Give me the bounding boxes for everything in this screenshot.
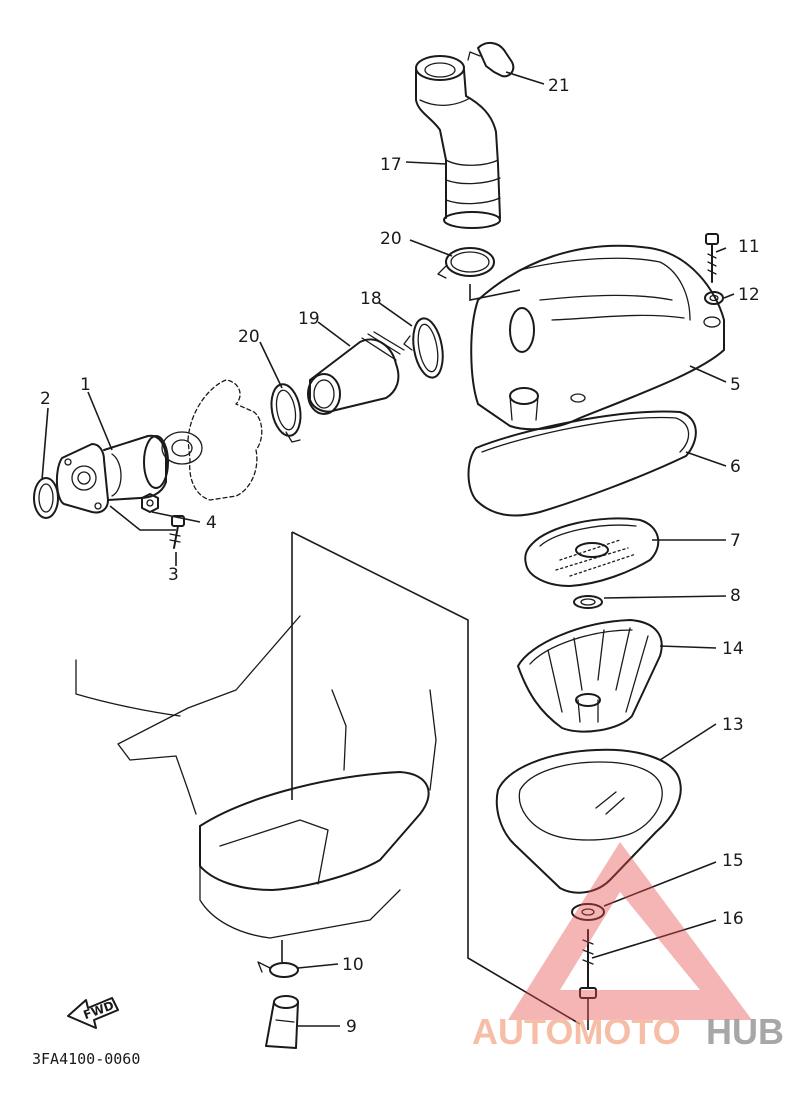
callout-14: 14 <box>722 639 744 659</box>
part-15-washer <box>571 903 605 921</box>
callout-16: 16 <box>722 909 744 929</box>
leader-lines <box>41 71 735 1027</box>
carburetor-reference <box>161 379 263 501</box>
part-19-joint <box>307 331 405 415</box>
callout-8: 8 <box>730 586 741 606</box>
part-18-clamp <box>403 317 444 379</box>
part-10-clip <box>257 961 299 978</box>
callout-7: 7 <box>730 531 741 551</box>
watermark-triangle-logo <box>508 842 752 1020</box>
callout-2: 2 <box>40 389 51 409</box>
part-21-elbow-cap <box>467 42 515 78</box>
part-13-element <box>495 748 682 894</box>
watermark-text-automoto: AUTOMOTO <box>472 1011 681 1052</box>
callout-6: 6 <box>730 457 741 477</box>
callout-18: 18 <box>360 289 382 309</box>
part-7-element-seal <box>524 517 660 587</box>
callout-17: 17 <box>380 155 402 175</box>
watermark-text-hub: HUB <box>706 1011 784 1052</box>
part-5-air-box-case <box>470 244 725 431</box>
part-2-o-ring <box>33 477 59 519</box>
callout-1: 1 <box>80 375 91 395</box>
part-14-element-guide <box>517 619 663 733</box>
callout-4: 4 <box>206 513 217 533</box>
callout-9: 9 <box>346 1017 357 1037</box>
part-9-drain-plug <box>265 995 299 1049</box>
reference-lines <box>109 284 589 1030</box>
callout-21: 21 <box>548 76 570 96</box>
part-8-washer <box>573 595 603 609</box>
part-12-washer <box>704 291 724 305</box>
part-11-bolt <box>705 233 719 283</box>
callout-20-upper: 20 <box>380 229 402 249</box>
callout-10: 10 <box>342 955 364 975</box>
callout-numbers: 21 17 20 11 12 5 6 7 8 14 13 15 16 18 19… <box>40 76 760 1037</box>
callout-13: 13 <box>722 715 744 735</box>
callout-12: 12 <box>738 285 760 305</box>
part-4-nut <box>141 493 159 513</box>
part-17-intake-tube <box>415 55 501 229</box>
callout-19: 19 <box>298 309 320 329</box>
callout-3: 3 <box>168 565 179 585</box>
part-20-clamp-upper <box>437 247 495 279</box>
callout-20-lower: 20 <box>238 327 260 347</box>
part-6-gasket <box>467 410 697 517</box>
part-1-intake-manifold <box>56 434 169 514</box>
automotohub-watermark: AUTOMOTO HUB <box>472 842 784 1052</box>
callout-11: 11 <box>738 237 760 257</box>
diagram-code: 3FA4100-0060 <box>32 1050 140 1068</box>
part-20-clamp-lower <box>270 383 302 443</box>
callout-5: 5 <box>730 375 741 395</box>
frame-reference <box>75 615 437 939</box>
fwd-arrow-icon: FWD <box>67 997 119 1029</box>
part-3-bolt <box>169 515 185 549</box>
callout-15: 15 <box>722 851 744 871</box>
